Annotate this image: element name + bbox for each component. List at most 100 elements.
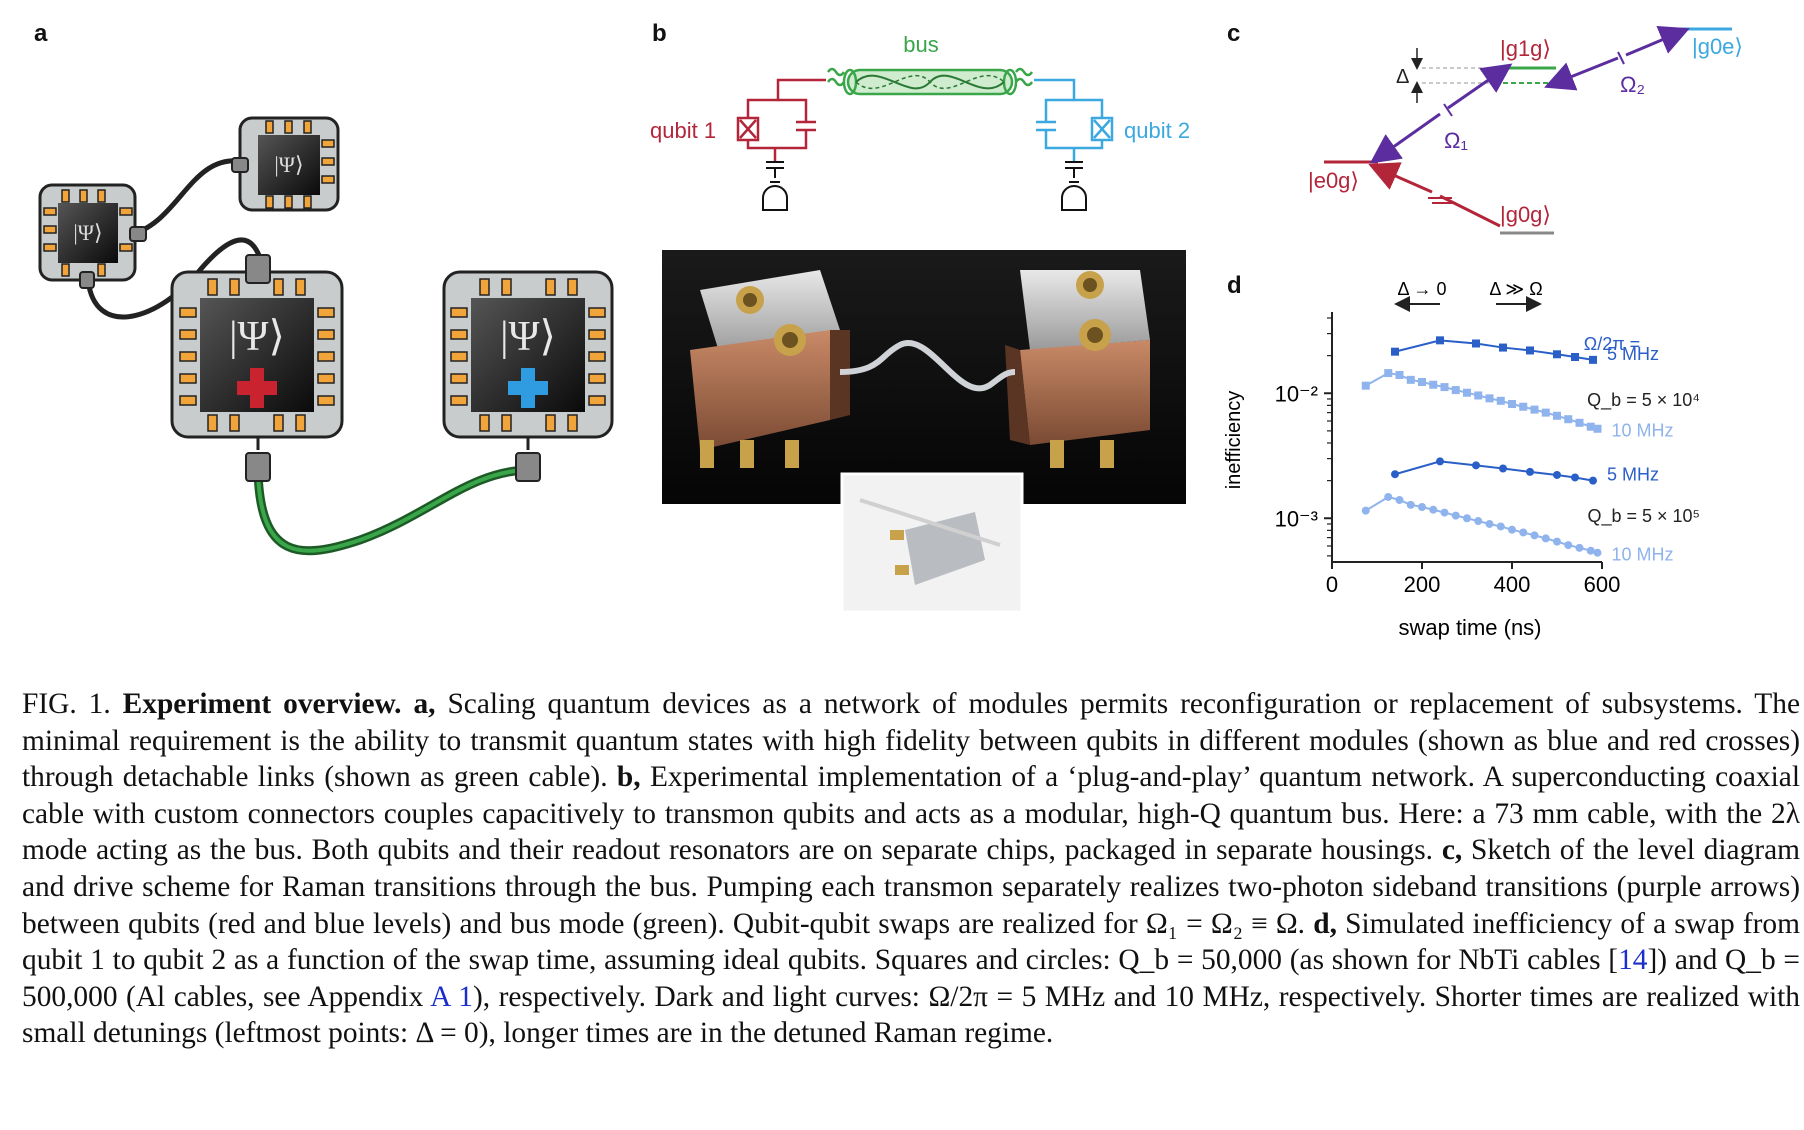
citation-link-14[interactable]: 14 (1618, 944, 1648, 977)
y-tick-label: 10⁻² (1275, 381, 1318, 406)
data-point (1519, 402, 1528, 411)
module-qubit-2: |Ψ⟩ (442, 270, 614, 482)
data-point (1571, 352, 1579, 361)
caption-a-text: Scaling quantum devices as a network of … (22, 688, 1800, 794)
data-point (1485, 519, 1494, 528)
data-point (1485, 394, 1494, 403)
panel-c-level-diagram: Δ Ω₁ Ω₂ |e0g⟩ |g0g⟩ |g1g⟩ |g0e⟩ (1308, 25, 1743, 235)
data-point (1499, 464, 1507, 473)
data-point (1429, 505, 1438, 514)
caption-a-label: a, (413, 688, 436, 720)
panel-label-c: c (1227, 20, 1241, 47)
data-point (1541, 534, 1550, 543)
data-point (1361, 506, 1370, 515)
y-axis-label: inefficiency (1223, 391, 1245, 490)
red-transition-arrow (1368, 162, 1433, 194)
data-point (1519, 528, 1528, 537)
data-point (1553, 537, 1561, 546)
data-point (1589, 476, 1597, 485)
y-tick-label: 10⁻³ (1275, 506, 1318, 531)
series-label: 10 MHz (1612, 421, 1674, 441)
bus-coax (826, 67, 1034, 96)
data-point (1395, 495, 1404, 504)
photo-inset (840, 472, 1024, 614)
caption-fig-label: FIG. 1. (22, 688, 111, 720)
module-state-label: |Ψ⟩ (229, 314, 285, 360)
connector (245, 452, 271, 482)
bus-label: bus (903, 32, 938, 57)
connector (79, 271, 95, 289)
data-point (1571, 473, 1579, 482)
level-label-e0g: |e0g⟩ (1308, 168, 1359, 193)
series-label: 10 MHz (1612, 545, 1674, 565)
data-point (1530, 405, 1539, 414)
legend-qb-1: Q_b = 5 × 10⁴ (1587, 390, 1700, 411)
data-point (1463, 514, 1471, 523)
omega1-label: Ω₁ (1444, 128, 1468, 153)
module-state-label: |Ψ⟩ (274, 152, 303, 177)
blue-cross (508, 368, 548, 408)
qubit-2-label: qubit 2 (1124, 118, 1190, 143)
data-point (1440, 508, 1449, 517)
data-point (1530, 531, 1539, 540)
data-point (1586, 422, 1595, 431)
data-point (1496, 396, 1505, 405)
data-point (1418, 503, 1426, 512)
data-point (1472, 339, 1480, 348)
omega2-label: Ω₂ (1620, 72, 1645, 97)
appendix-link[interactable]: A 1 (430, 980, 473, 1013)
data-point (1589, 355, 1597, 364)
caption-title: Experiment overview. (122, 688, 402, 720)
series-line (1365, 495, 1598, 554)
level-label-g1g: |g1g⟩ (1500, 36, 1551, 61)
qubit-1-circuit (736, 78, 826, 162)
qubit-1-label: qubit 1 (650, 118, 716, 143)
module-small-left: |Ψ⟩ (38, 183, 147, 289)
data-point (1593, 424, 1602, 433)
panel-label-a: a (34, 20, 48, 47)
level-label-g0g: |g0g⟩ (1500, 202, 1551, 227)
data-point (1451, 511, 1460, 520)
level-label-g0e: |g0e⟩ (1692, 34, 1743, 59)
panel-d-inefficiency-chart: inefficiency swap time (ns) Δ → 0 Δ ≫ Ω … (1223, 279, 1700, 640)
annotation-delta-zero: Δ → 0 (1397, 279, 1446, 299)
series-line (1365, 372, 1598, 430)
module-qubit-1: |Ψ⟩ (170, 254, 344, 482)
data-point (1564, 415, 1573, 424)
data-point (1418, 378, 1426, 387)
data-point (1474, 517, 1483, 526)
qubit-2-readout (1061, 161, 1087, 211)
x-tick-label: 400 (1494, 572, 1531, 597)
red-cross (237, 368, 277, 408)
series-label: 5 MHz (1607, 465, 1659, 485)
connector (245, 254, 271, 284)
data-point (1526, 467, 1534, 476)
connector (129, 226, 147, 242)
data-point (1553, 411, 1561, 420)
caption-b-text: Experimental implementation of a ‘plug-a… (22, 761, 1800, 867)
caption-d-text-1: Simulated inefficiency of a swap from qu… (22, 907, 1800, 977)
data-point (1575, 418, 1584, 427)
data-point (1391, 470, 1399, 479)
data-point (1361, 381, 1370, 390)
data-point (1440, 383, 1449, 392)
caption-b-label: b, (616, 761, 641, 794)
data-point (1463, 388, 1471, 397)
caption-c-label: c, (1441, 834, 1463, 867)
data-point (1586, 546, 1595, 555)
data-point (1541, 408, 1550, 417)
data-point (1575, 543, 1584, 552)
data-point (1436, 457, 1444, 466)
caption-d-text-3: ), respectively. Dark and light curves: … (22, 980, 1800, 1050)
panel-a-network-diagram: |Ψ⟩ |Ψ⟩ |Ψ⟩ (38, 116, 614, 556)
module-state-label: |Ψ⟩ (500, 314, 556, 360)
x-tick-label: 0 (1326, 572, 1338, 597)
module-link-cable (127, 158, 247, 238)
qubit-1-readout (762, 161, 788, 211)
data-point (1395, 370, 1404, 379)
omega1-arrow (1369, 112, 1441, 164)
module-state-label: |Ψ⟩ (73, 220, 102, 245)
figure-caption: FIG. 1. Experiment overview. a, Scaling … (22, 686, 1800, 1052)
data-point (1436, 336, 1444, 345)
figure-graphics: |Ψ⟩ |Ψ⟩ |Ψ⟩ (38, 25, 1743, 640)
